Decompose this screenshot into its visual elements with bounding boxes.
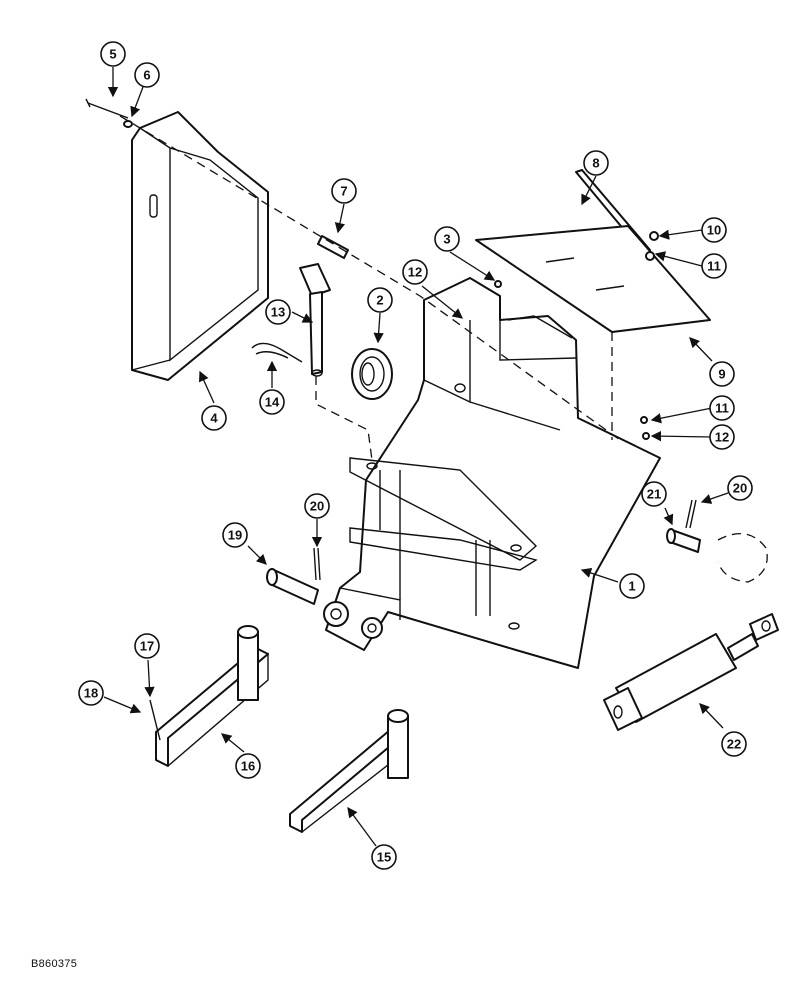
- callout-16: 16: [235, 753, 261, 779]
- callout-19: 19: [222, 522, 248, 548]
- callout-20a: 20: [304, 493, 330, 519]
- svg-text:20: 20: [733, 481, 747, 496]
- svg-text:4: 4: [210, 411, 218, 426]
- svg-text:11: 11: [707, 259, 721, 274]
- svg-text:20: 20: [310, 499, 324, 514]
- svg-text:16: 16: [241, 759, 255, 774]
- callout-12a: 12: [402, 259, 428, 285]
- callout-17: 17: [134, 633, 160, 659]
- cotter-pin-20a: [313, 547, 321, 581]
- callout-9: 9: [709, 361, 735, 387]
- svg-text:6: 6: [143, 68, 150, 83]
- svg-text:18: 18: [84, 686, 98, 701]
- callout-18: 18: [78, 680, 104, 706]
- callout-2: 2: [367, 287, 393, 313]
- callout-14: 14: [259, 389, 285, 415]
- callout-10: 10: [701, 217, 727, 243]
- arm-16: [149, 625, 269, 767]
- washer-6: [123, 120, 133, 128]
- mounting-ring: [717, 532, 768, 583]
- callout-3: 3: [434, 226, 460, 252]
- svg-text:7: 7: [340, 184, 347, 199]
- svg-text:17: 17: [140, 639, 154, 654]
- svg-text:3: 3: [443, 232, 450, 247]
- svg-text:9: 9: [718, 367, 725, 382]
- bushing-7: [317, 235, 349, 259]
- svg-text:8: 8: [592, 156, 599, 171]
- callout-6: 6: [134, 62, 160, 88]
- callout-12b: 12: [709, 424, 735, 450]
- callout-20b: 20: [727, 475, 753, 501]
- callout-22: 22: [721, 731, 747, 757]
- svg-text:13: 13: [271, 305, 285, 320]
- assembly-lines: [119, 115, 621, 461]
- callout-13: 13: [265, 299, 291, 325]
- pin-19: [266, 568, 319, 605]
- cover-plate-9: [475, 225, 711, 333]
- svg-text:5: 5: [109, 47, 116, 62]
- arm-15: [289, 709, 409, 833]
- callout-7: 7: [331, 178, 357, 204]
- callout-11b: 11: [709, 395, 735, 421]
- callout-15: 15: [371, 844, 397, 870]
- svg-text:14: 14: [265, 395, 280, 410]
- main-frame: [323, 277, 661, 669]
- svg-text:2: 2: [376, 293, 383, 308]
- svg-text:15: 15: [377, 850, 391, 865]
- callout-4: 4: [201, 405, 227, 431]
- callout-5: 5: [100, 41, 126, 67]
- svg-text:22: 22: [727, 737, 741, 752]
- callout-21: 21: [641, 481, 667, 507]
- pin-21: [666, 528, 701, 553]
- callout-8: 8: [583, 150, 609, 176]
- svg-text:21: 21: [647, 487, 661, 502]
- cotter-pin-20b: [685, 499, 697, 529]
- callout-11a: 11: [701, 253, 727, 279]
- hydraulic-cylinder-22: [603, 613, 779, 731]
- svg-text:11: 11: [715, 401, 729, 416]
- svg-text:12: 12: [408, 265, 422, 280]
- seal-2: [351, 348, 393, 400]
- hitch-pin-13: [299, 263, 331, 377]
- svg-text:19: 19: [228, 528, 242, 543]
- bolt-5: [85, 98, 129, 119]
- counterweight-frame: [131, 111, 269, 381]
- leader-lines: [103, 67, 729, 847]
- lynch-clip-14: [251, 342, 303, 363]
- svg-text:1: 1: [628, 579, 635, 594]
- callout-1: 1: [619, 573, 645, 599]
- drawing-id: B860375: [31, 958, 78, 970]
- svg-text:12: 12: [715, 430, 729, 445]
- svg-text:10: 10: [707, 223, 721, 238]
